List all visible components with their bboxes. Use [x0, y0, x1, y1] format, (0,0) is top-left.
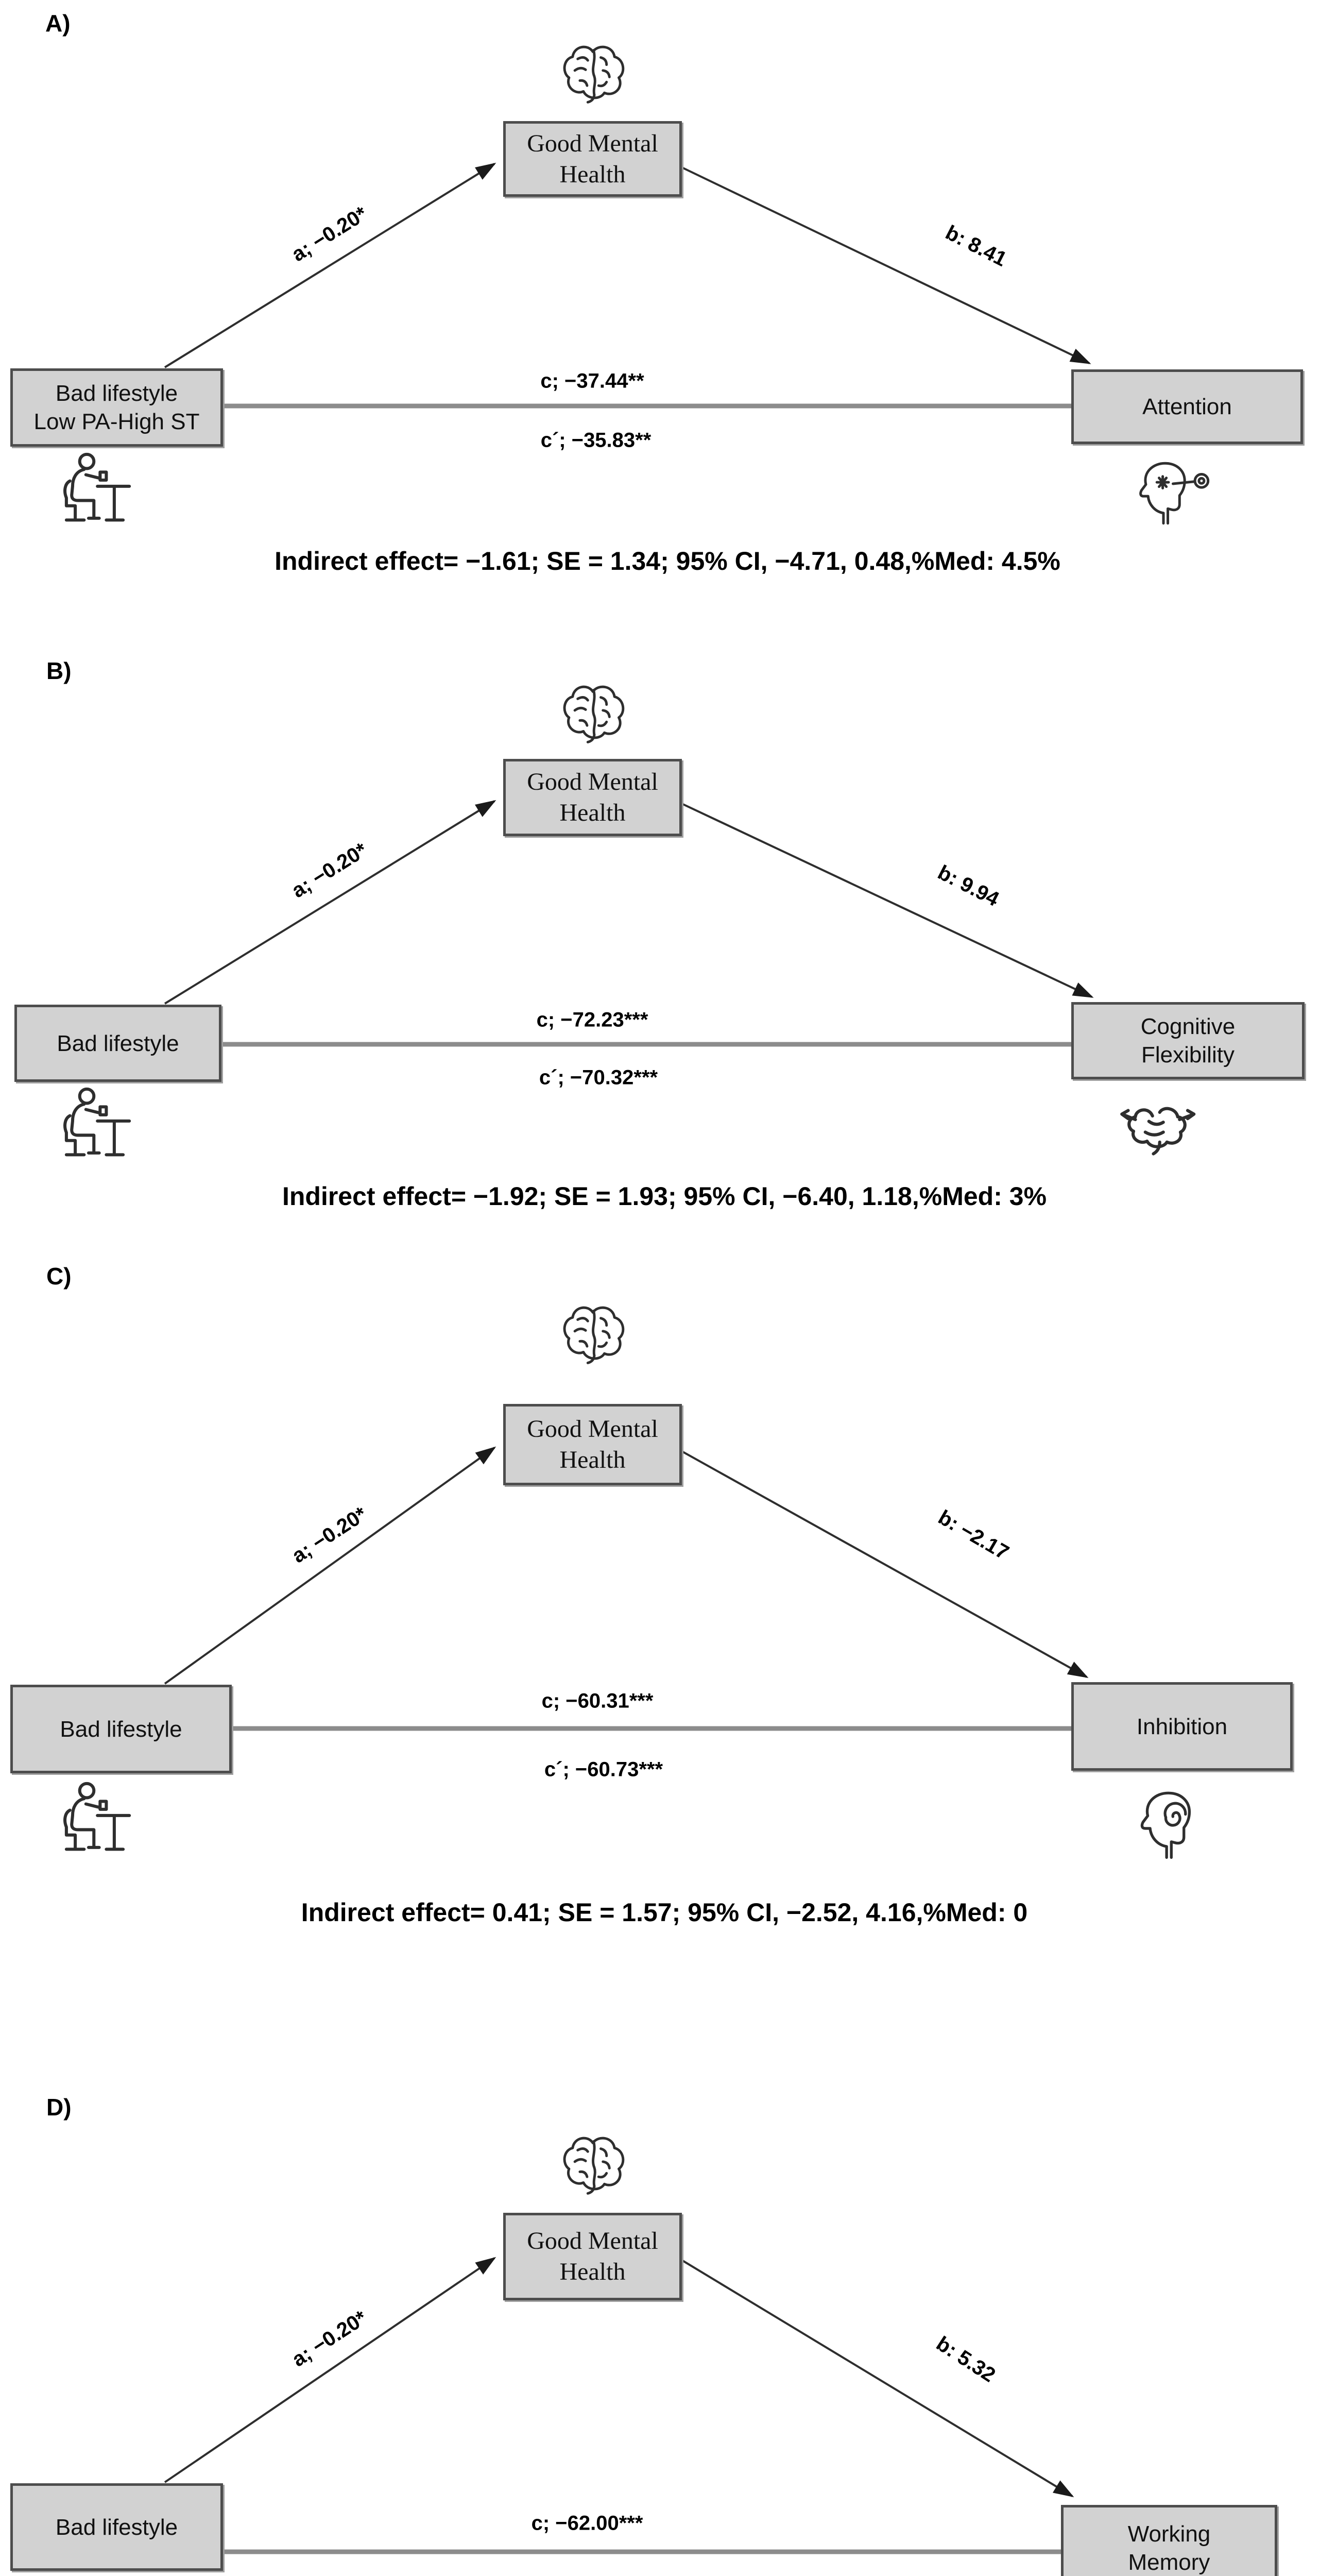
attention-head-icon	[1118, 456, 1228, 526]
b-path-arrow	[681, 1450, 1089, 1678]
predictor-box: Bad lifestyle	[10, 1685, 232, 1773]
path-c-label: c; −62.00***	[531, 2512, 643, 2535]
a-path-arrow	[164, 2257, 496, 2483]
path-c-label: c; −37.44**	[540, 369, 644, 393]
path-c-label: c; −72.23***	[536, 1008, 648, 1031]
mediator-box: Good Mental Health	[503, 121, 682, 197]
mediator-box-label: Good Mental Health	[527, 768, 658, 826]
predictor-box: Bad lifestyle Low PA-High ST	[10, 368, 223, 447]
panel-working-memory: D) Good Mental Health Bad lifestyle Work…	[0, 2022, 1320, 2576]
arrow-layer	[164, 2257, 1074, 2554]
panel-label: C)	[46, 1263, 72, 1290]
arrow-layer	[164, 800, 1094, 1047]
mediator-box-label: Good Mental Health	[527, 1415, 658, 1473]
indirect-effect-text: Indirect effect= −1.61; SE = 1.34; 95% C…	[275, 547, 1060, 575]
path-c-prime-label: c´; −60.73***	[544, 1758, 663, 1781]
predictor-box-label: Bad lifestyle Low PA-High ST	[33, 381, 200, 434]
panel-label: B)	[46, 657, 72, 684]
b-path-arrow	[681, 803, 1094, 998]
path-c-prime-label: c´; −70.32***	[539, 1066, 658, 1089]
predictor-box: Bad lifestyle	[10, 2483, 223, 2571]
brain-icon	[554, 680, 633, 752]
path-c-label: c; −60.31***	[541, 1689, 654, 1713]
predictor-box-label: Bad lifestyle	[60, 1716, 182, 1742]
person-at-desk-icon	[58, 1780, 148, 1860]
mediator-box: Good Mental Health	[503, 1404, 682, 1485]
outcome-box: Inhibition	[1071, 1682, 1293, 1771]
predictor-box-label: Bad lifestyle	[55, 2514, 178, 2540]
flexibility-brain-icon	[1112, 1091, 1223, 1163]
b-path-arrow	[681, 166, 1091, 364]
panel-attention: A) Good Mental Health Bad lifestyle Low …	[0, 0, 1320, 641]
panel-inhibition: C) Good Mental Health Bad lifestyle Inhi…	[0, 1249, 1320, 2022]
brain-icon	[554, 1301, 633, 1373]
outcome-box: Working Memory	[1061, 2505, 1277, 2576]
panel-label: A)	[45, 10, 71, 37]
brain-icon	[554, 2131, 633, 2204]
indirect-effect-text: Indirect effect= 0.41; SE = 1.57; 95% CI…	[301, 1898, 1028, 1927]
outcome-box-label: Working Memory	[1127, 2521, 1211, 2575]
indirect-effect-text: Indirect effect= −1.92; SE = 1.93; 95% C…	[282, 1182, 1047, 1211]
outcome-box-label: Inhibition	[1136, 1714, 1228, 1739]
predictor-box-label: Bad lifestyle	[57, 1030, 179, 1056]
inhibition-head-icon	[1133, 1785, 1221, 1860]
panel-cognitive-flexibility: B) Good Mental Health Bad lifestyle Cogn…	[0, 641, 1320, 1249]
brain-icon	[554, 40, 633, 112]
arrow-layer	[164, 162, 1091, 409]
outcome-box: Attention	[1071, 369, 1303, 444]
mediator-box-label: Good Mental Health	[527, 129, 658, 188]
a-path-arrow	[164, 162, 496, 368]
mediator-box: Good Mental Health	[503, 2213, 682, 2300]
predictor-box: Bad lifestyle	[14, 1005, 221, 1082]
a-path-arrow	[164, 1446, 496, 1685]
person-at-desk-icon	[58, 451, 148, 531]
arrow-layer	[164, 1446, 1089, 1731]
outcome-box-label: Attention	[1142, 394, 1232, 419]
a-path-arrow	[164, 800, 496, 1005]
outcome-box: Cognitive Flexibility	[1071, 1002, 1305, 1079]
outcome-box-label: Cognitive Flexibility	[1140, 1014, 1236, 1067]
mediator-box-label: Good Mental Health	[527, 2227, 658, 2285]
person-at-desk-icon	[58, 1086, 148, 1165]
mediator-box: Good Mental Health	[503, 759, 682, 836]
panel-label: D)	[46, 2094, 72, 2121]
path-c-prime-label: c´; −35.83**	[540, 429, 652, 452]
b-path-arrow	[681, 2259, 1074, 2498]
